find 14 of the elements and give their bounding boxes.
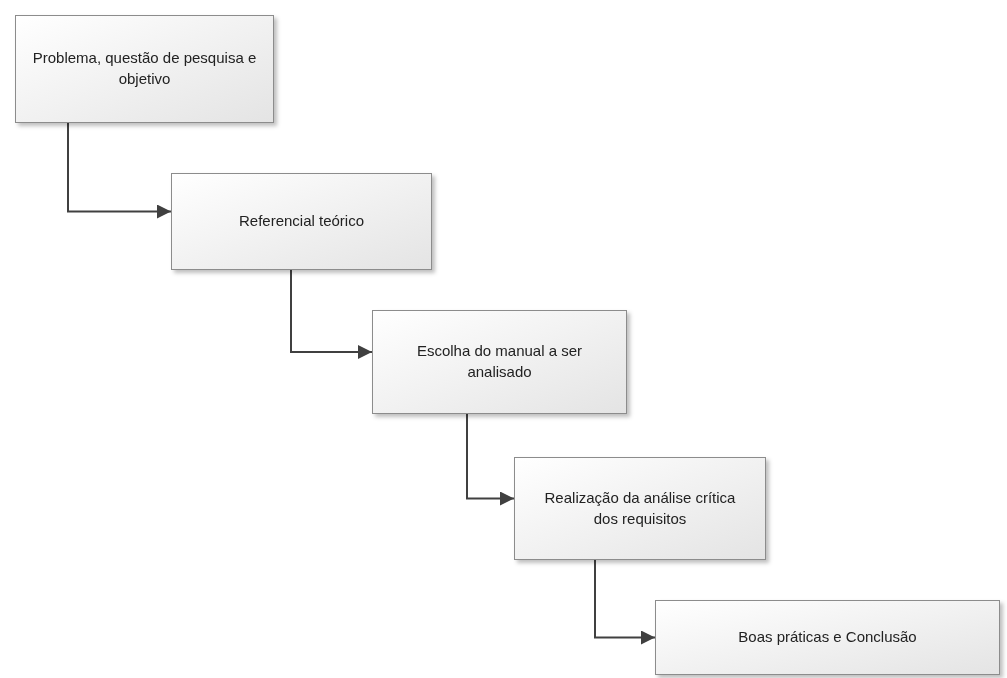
box-text: Realização da análise crítica dos requisitos: [543, 487, 737, 529]
process-box: [514, 457, 766, 560]
connector-arrow: [290, 269, 373, 359]
process-box: [372, 310, 627, 414]
box-text: Problema, questão de pesquisa e objetivo: [32, 48, 257, 89]
connector-arrow: [594, 559, 656, 645]
box-text: Escolha do manual a ser analisado: [415, 341, 584, 382]
box-text: Boas práticas e Conclusão: [738, 627, 917, 648]
process-box: [171, 173, 432, 270]
box-text: Referencial teórico: [238, 211, 365, 232]
process-box: [655, 600, 1000, 675]
connector-arrow: [67, 122, 172, 219]
connector-arrow: [466, 413, 515, 506]
process-box: [15, 15, 274, 123]
